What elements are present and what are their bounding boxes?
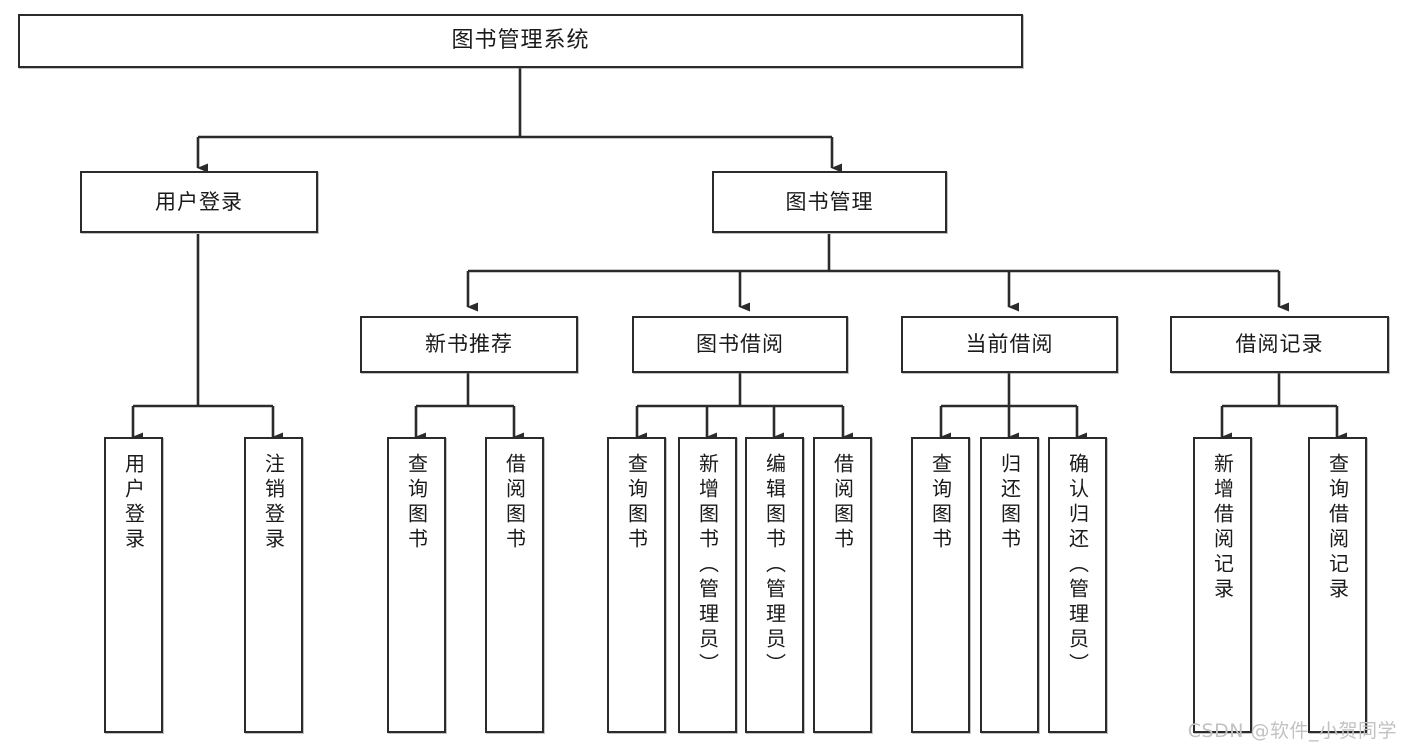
node-label: 注销登录 bbox=[261, 453, 286, 553]
leaf-recommend-borrow-book[interactable]: 借阅图书 bbox=[485, 437, 544, 733]
leaf-current-query-book[interactable]: 查询图书 bbox=[911, 437, 970, 733]
node-label: 用户登录 bbox=[155, 189, 243, 214]
node-new-book-recommend[interactable]: 新书推荐 bbox=[360, 316, 578, 373]
node-label: 确认归还（管理员） bbox=[1065, 453, 1090, 678]
node-label: 借阅图书 bbox=[830, 453, 855, 553]
node-label: 借阅图书 bbox=[502, 453, 527, 553]
node-label: 图书管理 bbox=[785, 189, 874, 214]
leaf-borrow-edit-book-admin[interactable]: 编辑图书（管理员） bbox=[745, 437, 804, 733]
node-label: 查询图书 bbox=[404, 453, 429, 553]
node-label: 编辑图书（管理员） bbox=[762, 453, 787, 678]
node-label: 查询借阅记录 bbox=[1325, 453, 1350, 603]
leaf-borrow-query-book[interactable]: 查询图书 bbox=[607, 437, 666, 733]
node-label: 新增图书（管理员） bbox=[695, 453, 720, 678]
node-root-system[interactable]: 图书管理系统 bbox=[18, 14, 1023, 68]
node-label: 归还图书 bbox=[997, 453, 1022, 553]
node-book-management[interactable]: 图书管理 bbox=[712, 171, 947, 233]
node-label: 查询图书 bbox=[928, 453, 953, 553]
node-borrow-record[interactable]: 借阅记录 bbox=[1170, 316, 1389, 373]
leaf-record-add-record[interactable]: 新增借阅记录 bbox=[1193, 437, 1252, 733]
node-current-borrow[interactable]: 当前借阅 bbox=[901, 316, 1118, 373]
node-label: 图书管理系统 bbox=[451, 28, 590, 54]
leaf-user-login-login[interactable]: 用户登录 bbox=[104, 437, 163, 733]
node-book-borrow[interactable]: 图书借阅 bbox=[632, 316, 848, 373]
node-label: 新书推荐 bbox=[425, 332, 513, 357]
leaf-current-return-book[interactable]: 归还图书 bbox=[980, 437, 1039, 733]
leaf-user-login-logout[interactable]: 注销登录 bbox=[244, 437, 303, 733]
node-label: 图书借阅 bbox=[696, 332, 784, 357]
node-label: 借阅记录 bbox=[1235, 332, 1324, 357]
node-user-login[interactable]: 用户登录 bbox=[80, 171, 318, 233]
leaf-current-confirm-return-admin[interactable]: 确认归还（管理员） bbox=[1048, 437, 1107, 733]
leaf-record-query-record[interactable]: 查询借阅记录 bbox=[1308, 437, 1367, 733]
node-label: 用户登录 bbox=[121, 453, 146, 553]
leaf-recommend-query-book[interactable]: 查询图书 bbox=[387, 437, 446, 733]
node-label: 当前借阅 bbox=[965, 332, 1054, 357]
node-label: 查询图书 bbox=[624, 453, 649, 553]
leaf-borrow-borrow-book[interactable]: 借阅图书 bbox=[813, 437, 872, 733]
node-label: 新增借阅记录 bbox=[1210, 453, 1235, 603]
csdn-watermark: CSDN @软件_小贺同学 bbox=[1187, 720, 1397, 742]
leaf-borrow-add-book-admin[interactable]: 新增图书（管理员） bbox=[678, 437, 737, 733]
